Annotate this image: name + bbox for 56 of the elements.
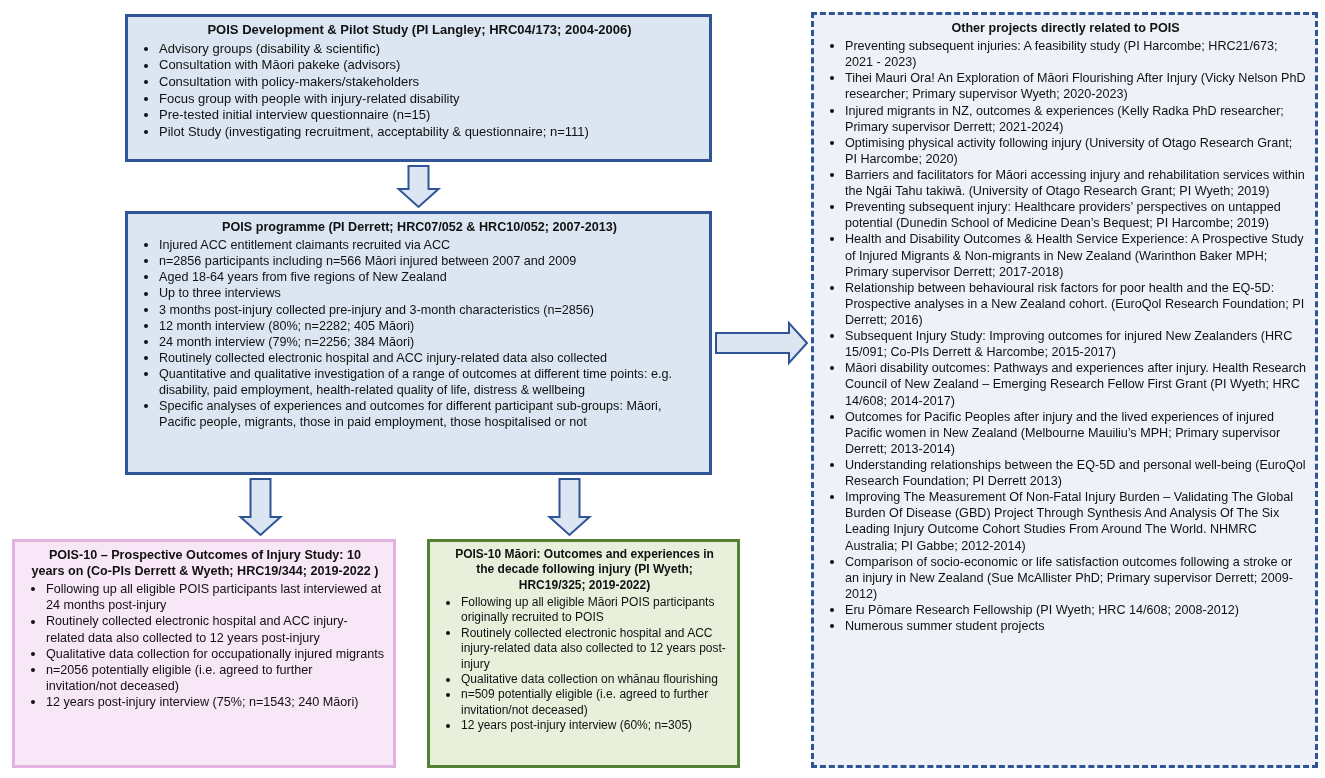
- bullet-item: Up to three interviews: [159, 285, 282, 302]
- bullet-item: Advisory groups (disability & scientific): [159, 40, 382, 58]
- box-heading: POIS-10 – Prospective Outcomes of Injury Study: 10 years on (Co-PIs Derrett & Wyeth; HRC19/344; 2019-2022 ): [31, 547, 379, 580]
- bullet-item: Quantitative and qualitative investigation of a range of outcomes at different time points: e.g. disability, paid employment, health-related quality of life, distress & wellbeing: [159, 366, 673, 399]
- bullet-item: Following up all eligible POIS participants last interviewed at 24 months post-injury: [46, 581, 383, 614]
- bullet-item: n=2856 participants including n=566 Māori injured between 2007 and 2009: [159, 253, 578, 270]
- bullet-item: Specific analyses of experiences and outcomes for different participant sub-groups: Māori, Pacific people, migrants, those in paid employment, those hospitalised or not: [159, 398, 663, 431]
- bullet-item: Injured migrants in NZ, outcomes & experiences (Kelly Radka PhD researcher; Primary supervisor Derrett; 2021-2024): [845, 102, 1285, 135]
- bullet-item: Relationship between behavioural risk factors for poor health and the EQ-5D: Prospective analyses in a New Zealand cohort. (EuroQol Research Foundation; PI Derrett; 2016): [845, 279, 1306, 329]
- bullet-item: Routinely collected electronic hospital and ACC injury-related data also collected to 12 years post-injury: [46, 613, 349, 646]
- bullet-item: Subsequent Injury Study: Improving outcomes for injured New Zealanders (HRC 15/091; Co-PIs Derrett & Harcombe; 2015-2017): [845, 328, 1294, 361]
- bullet-item: 24 month interview (79%; n=2256; 384 Māori): [159, 333, 416, 350]
- bullet-item: Following up all eligible Māori POIS participants originally recruited to POIS: [461, 595, 716, 626]
- bullet-item: Eru Pōmare Research Fellowship (PI Wyeth; HRC 14/608; 2008-2012): [845, 601, 1240, 619]
- block-arrow: [237, 478, 284, 537]
- bullet-item: 12 years post-injury interview (75%; n=1543; 240 Māori): [46, 694, 360, 711]
- bullet-item: Focus group with people with injury-related disability: [159, 90, 461, 108]
- study-box: [427, 539, 740, 768]
- study-box: [12, 539, 396, 768]
- bullet-item: Outcomes for Pacific Peoples after injury and the lived experiences of injured Pacific women in New Zealand (Melbourne Mauiliu’s MPH; Primary supervisor Derrett; 2013-2014): [845, 408, 1282, 457]
- bullet-item: Barriers and facilitators for Māori accessing injury and rehabilitation services within the Ngāi Tahu takiwā. (University of Otago Research Grant; PI Wyeth; 2019): [845, 167, 1306, 200]
- block-arrow: [715, 320, 809, 366]
- process-box: [125, 211, 712, 475]
- bullet-item: Preventing subsequent injuries: A feasibility study (PI Harcombe; HRC21/673; 2021 - 2023): [845, 38, 1279, 71]
- bullet-item: Māori disability outcomes: Pathways and experiences after injury. Health Research Council of New Zealand – Emerging Research Fellow First Grant (PI Wyeth; HRC 14/608; 2014-2017): [845, 360, 1307, 409]
- bullet-item: n=509 potentially eligible (i.e. agreed to further invitation/not deceased): [461, 687, 710, 718]
- block-arrow: [546, 478, 593, 537]
- bullet-item: Qualitative data collection for occupationally injured migrants: [46, 645, 385, 662]
- bullet-item: Routinely collected electronic hospital and ACC injury-related data also collected to 12 years post-injury: [461, 625, 727, 672]
- box-heading: POIS-10 Māori: Outcomes and experiences in the decade following injury (PI Wyeth; HRC19/325; 2019-2022): [454, 547, 715, 594]
- bullet-item: Preventing subsequent injury: Healthcare providers’ perspectives on untapped potential (Dunedin School of Medicine Dean’s Bequest; PI Harcombe; 2019): [845, 199, 1282, 232]
- bullet-item: Health and Disability Outcomes & Health Service Experience: A Prospective Study of Injured Migrants & Non-migrants in New Zealand (Warinthon Baker MPH; Primary supervisor Derrett; 2017-2018): [845, 231, 1305, 280]
- bullet-item: Understanding relationships between the EQ-5D and personal well-being (EuroQol Research Foundation; PI Derrett 2013): [845, 456, 1307, 490]
- box-heading: POIS programme (PI Derrett; HRC07/052 & HRC10/052; 2007-2013): [221, 219, 618, 236]
- bullet-item: Comparison of socio-economic or life satisfaction outcomes following a stroke or an injury in New Zealand (Sue McAllister PhD; Primary supervisor Derrett; 2009-2012): [845, 553, 1294, 602]
- box-heading: POIS Development & Pilot Study (PI Langley; HRC04/173; 2004-2006): [206, 22, 633, 39]
- block-arrow: [395, 165, 442, 209]
- bullet-item: 3 months post-injury collected pre-injury and 3-month characteristics (n=2856): [159, 301, 596, 318]
- bullet-item: 12 month interview (80%; n=2282; 405 Māori): [159, 317, 416, 334]
- bullet-item: Consultation with Māori pakeke (advisors): [159, 57, 402, 74]
- bullet-item: n=2056 potentially eligible (i.e. agreed to further invitation/not deceased): [46, 661, 314, 694]
- process-box: [125, 14, 712, 162]
- bullet-item: Optimising physical activity following injury (University of Otago Research Grant; PI Harcombe; 2020): [845, 134, 1294, 167]
- bullet-item: Numerous summer student projects: [845, 618, 1046, 635]
- bullet-item: Consultation with policy-makers/stakeholders: [159, 73, 421, 91]
- bullet-item: Tihei Mauri Ora! An Exploration of Māori Flourishing After Injury (Vicky Nelson PhD researcher; Primary supervisor Wyeth; 2020-2023): [845, 70, 1307, 103]
- bullet-item: Qualitative data collection on whānau flourishing: [461, 671, 719, 688]
- bullet-item: Injured ACC entitlement claimants recruited via ACC: [159, 237, 452, 254]
- box-heading: Other projects directly related to POIS: [950, 20, 1181, 37]
- bullet-item: 12 years post-injury interview (60%; n=305): [461, 717, 694, 734]
- bullet-item: Pilot Study (investigating recruitment, acceptability & questionnaire; n=111): [159, 123, 590, 141]
- project-list-box: [811, 12, 1318, 768]
- bullet-item: Aged 18-64 years from five regions of New Zealand: [159, 269, 448, 286]
- bullet-item: Pre-tested initial interview questionnaire (n=15): [159, 107, 432, 124]
- bullet-item: Improving The Measurement Of Non-Fatal Injury Burden – Validating The Global Burden Of Disease (GBD) Project Through Synthesis And Analysis Of The Six Leading Injury Outcome Cohort Studies From Around The World. NHMRC Australia; PI Gabbe; 2012-2014): [845, 489, 1294, 554]
- bullet-item: Routinely collected electronic hospital and ACC injury-related data also collected: [159, 349, 609, 366]
